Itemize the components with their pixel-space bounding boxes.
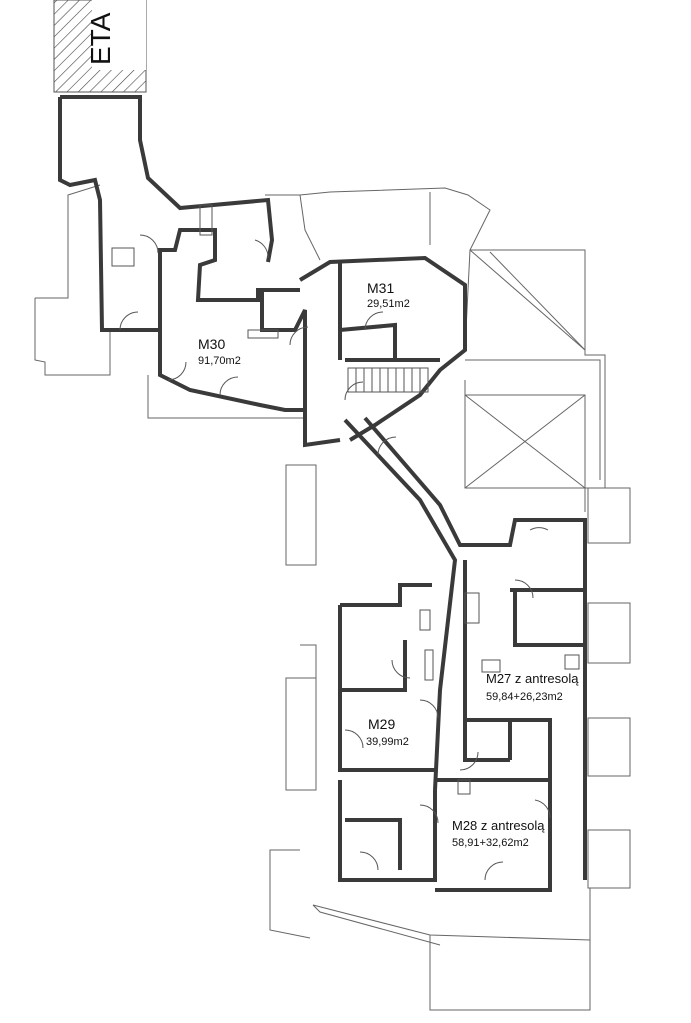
unit-M29: M29 39,99m2 [366, 716, 409, 748]
unit-name: M31 [367, 280, 394, 296]
unit-name: M30 [198, 336, 225, 352]
unit-M28: M28 z antresolą 58,91+32,62m2 [452, 818, 545, 849]
unit-area: 58,91+32,62m2 [452, 837, 529, 849]
unit-name: M29 [368, 716, 395, 732]
walls [58, 95, 587, 892]
unit-area: 91,70m2 [198, 355, 241, 367]
unit-M31: M31 29,51m2 [367, 280, 410, 310]
unit-name: M27 z antresolą [486, 671, 579, 686]
unit-M30: M30 91,70m2 [198, 336, 241, 367]
stage-label: ETA [85, 12, 116, 65]
unit-M27: M27 z antresolą 59,84+26,23m2 [486, 671, 579, 703]
unit-area: 39,99m2 [366, 736, 409, 748]
interior-details [111, 204, 580, 881]
unit-area: 59,84+26,23m2 [486, 691, 563, 703]
outline-lines [34, 184, 631, 1011]
stage-block: ETA [53, 0, 147, 93]
unit-area: 29,51m2 [367, 298, 410, 310]
unit-name: M28 z antresolą [452, 818, 545, 833]
